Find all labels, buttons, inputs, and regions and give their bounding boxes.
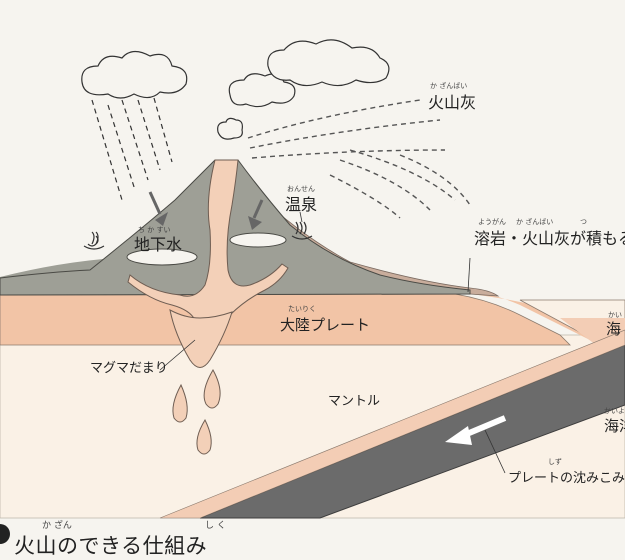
- hot-spring-ruby: おんせん: [287, 185, 315, 193]
- hot-spring-label: 温泉: [285, 195, 317, 214]
- continental-plate-lower: [0, 293, 571, 346]
- eruption-cloud-icon: [228, 39, 390, 108]
- mantle-label: マントル: [328, 394, 380, 409]
- magma-drop-3: [196, 418, 212, 455]
- hot-spring-icon-right: [291, 221, 313, 240]
- volcanic-ash-label: 火山灰: [428, 93, 476, 112]
- ocean-2-ruby: かいよ: [604, 407, 625, 415]
- subduction-arrow-icon: [445, 415, 507, 445]
- lava-ash-leader: [467, 257, 471, 293]
- magma-chamber: [169, 309, 233, 368]
- magma-chamber-label: マグマだまり: [90, 361, 168, 376]
- groundwater-pool-left: [126, 248, 198, 266]
- lava-ash-ruby-1: ようがん: [478, 217, 506, 226]
- rain-cloud-icon: [81, 50, 188, 99]
- hot-spring-icon-left: [83, 231, 105, 250]
- smoke-puff-icon: [217, 117, 243, 140]
- ocean-2-label: 海洋: [604, 417, 625, 435]
- groundwater-ruby: ち か すい: [138, 226, 170, 234]
- caption-ruby-shikumi: し く: [205, 521, 226, 531]
- continental-plate-ruby: たいりく: [288, 305, 316, 313]
- ocean-1-ruby: かい: [608, 311, 622, 319]
- ocean-1-label: 海: [606, 320, 621, 338]
- magma-drop-2: [172, 383, 188, 423]
- ash-dispersal-lines: [247, 99, 471, 219]
- volcanic-ash-ruby: か ざんばい: [430, 81, 467, 90]
- figure-caption: か ざん し く 火山のできる仕組み: [0, 518, 625, 558]
- continental-plate-label: 大陸プレート: [280, 316, 370, 334]
- plate-subduction-label: プレートの沈みこみ: [508, 471, 625, 486]
- caption-ruby-kazan: か ざん: [42, 521, 72, 531]
- groundwater-label: 地下水: [134, 235, 182, 254]
- hot-spring-leader: [299, 211, 303, 223]
- groundwater-arrow-left-icon: [148, 191, 168, 226]
- subducting-plate-underside: [159, 329, 625, 519]
- caption-bullet-icon: [0, 524, 10, 544]
- lava-ash-ruby-3: つ: [580, 218, 587, 226]
- subduction-leader: [484, 429, 506, 474]
- groundwater-pool-right: [229, 232, 287, 248]
- groundwater-arrow-right-icon: [248, 199, 264, 230]
- magma-drop-1: [203, 368, 221, 409]
- magma-chamber-leader: [159, 339, 196, 371]
- lava-ash-label: 溶岩・火山灰が積もる: [474, 229, 625, 248]
- plate-subduction-ruby: しず: [548, 457, 562, 466]
- lava-ash-ruby-2: か ざんばい: [516, 217, 553, 226]
- caption-title: 火山のできる仕組み: [14, 534, 208, 558]
- rain-lines: [91, 97, 173, 201]
